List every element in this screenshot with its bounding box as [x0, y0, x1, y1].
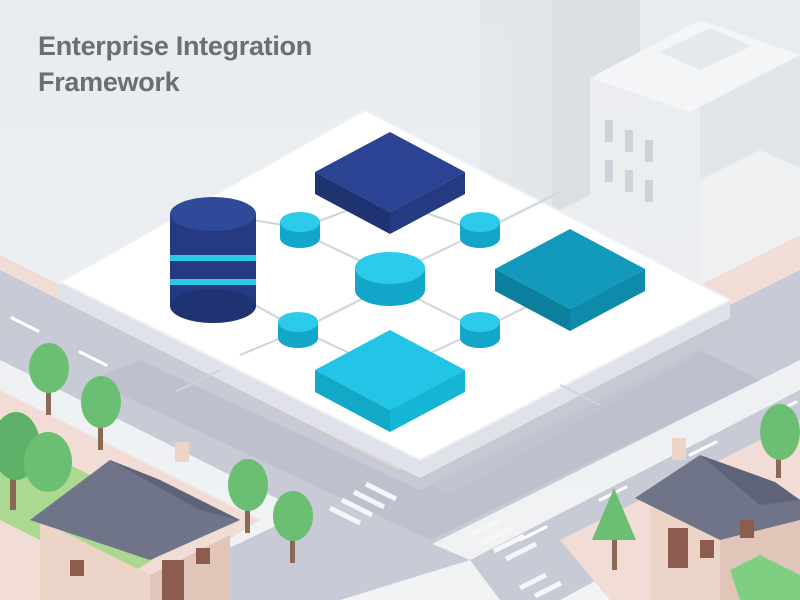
title-line-1: Enterprise Integration	[38, 31, 312, 61]
green-box	[730, 555, 800, 600]
tree-icon	[592, 488, 636, 570]
connector-node-icon	[460, 212, 500, 248]
tree-icon	[760, 404, 800, 478]
tree-icon	[273, 491, 313, 563]
house-left	[30, 442, 240, 600]
database-icon	[170, 197, 256, 323]
service-block-icon	[315, 132, 465, 234]
title-line-2: Framework	[38, 67, 180, 97]
connector-node-icon	[460, 312, 500, 348]
connector-node-icon	[278, 312, 318, 348]
connector-node-icon	[280, 212, 320, 248]
tree-icon	[81, 376, 121, 450]
service-block-icon	[495, 229, 645, 331]
house-right	[635, 438, 800, 600]
page-title: Enterprise Integration Framework	[38, 28, 312, 100]
tree-icon	[29, 343, 69, 415]
connector-node-icon	[355, 252, 425, 306]
background-buildings	[480, 0, 800, 330]
tree-icon	[0, 412, 72, 510]
tree-icon	[228, 459, 268, 533]
service-block-icon	[315, 330, 465, 432]
crosswalk	[328, 481, 563, 599]
